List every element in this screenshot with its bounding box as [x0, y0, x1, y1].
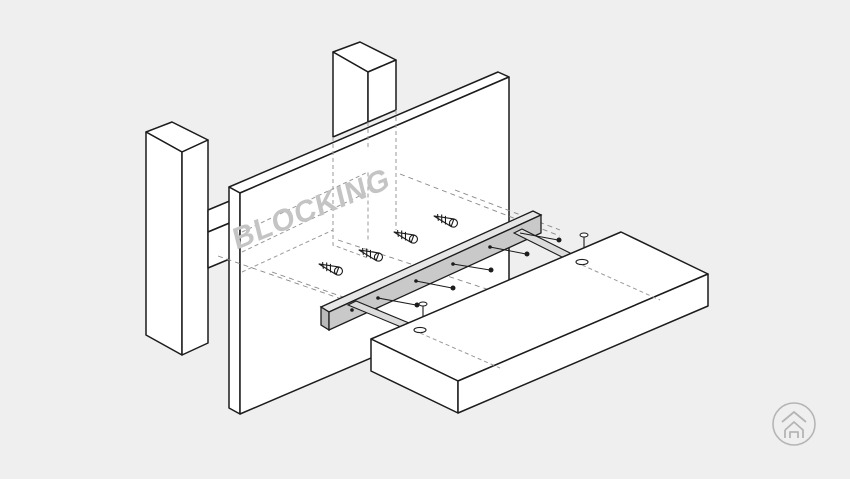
stud-left [145, 121, 209, 356]
brand-logo [772, 402, 816, 446]
screw-icon [519, 232, 562, 243]
stud-right [332, 41, 397, 138]
wall-anchor-icon [318, 262, 344, 276]
screw-icon [489, 246, 530, 257]
screw-icon [452, 263, 494, 273]
shelf-board [370, 231, 709, 414]
screw-icon [415, 280, 456, 291]
wall-anchor-icon [433, 214, 459, 228]
wall-anchor-icon [358, 248, 384, 262]
hidden-framing-lines [241, 110, 397, 273]
blocking [207, 199, 233, 269]
screw-guide-lines [217, 173, 561, 311]
wall-anchors [318, 214, 459, 276]
drywall [228, 71, 510, 415]
screws [377, 232, 589, 324]
wall-anchor-icon [393, 230, 419, 244]
house-chevron-icon [781, 411, 807, 438]
screw-icon [377, 297, 420, 308]
